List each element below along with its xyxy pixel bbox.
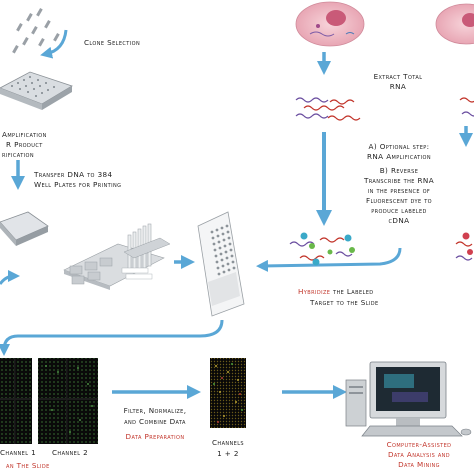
channel-2-image xyxy=(38,358,98,444)
cell-left xyxy=(295,1,365,47)
labeled-cdna-left xyxy=(289,237,353,261)
curved-arrow-2 xyxy=(0,270,20,285)
combined-image xyxy=(210,358,246,428)
computer-label-2: Data Analysis and xyxy=(387,450,451,459)
transfer-label-1: Transfer DNA to 384 xyxy=(34,170,113,179)
clone-selection-label: Clone Selection xyxy=(84,38,141,47)
rna-amplification-label: RNA Amplification xyxy=(367,152,431,161)
amplification-label: Amplification xyxy=(2,130,47,139)
labeled-cdna-right xyxy=(455,232,473,261)
scan-slide-label: an The Slide xyxy=(6,461,50,470)
channel-1-label: Channel 1 xyxy=(0,448,37,457)
reverse-label-5: produce labeled xyxy=(371,206,427,215)
rna-waves-right xyxy=(459,97,474,117)
clone-tubes xyxy=(12,8,60,54)
optional-step-label: A) Optional step: xyxy=(368,142,430,151)
arrow-to-scan xyxy=(0,319,224,356)
hybridize-rest: the Labeled xyxy=(330,287,374,296)
extract-label-1: Extract Total xyxy=(373,72,423,81)
computer-label-1: Computer-Assisted xyxy=(386,440,452,449)
reverse-label-6: cDNA xyxy=(388,216,410,225)
rna-waves-left xyxy=(295,97,361,121)
pcr-plate xyxy=(0,71,73,110)
reverse-label-4: Fluorescent dye to xyxy=(365,196,433,205)
transfer-label-2: Well Plates for Printing xyxy=(34,180,122,189)
channels-label: Channels xyxy=(212,438,244,447)
hybridize-label-2: Target to the Slide xyxy=(310,298,379,307)
computer-icon xyxy=(345,361,472,437)
hybridize-word: Hybridize xyxy=(298,287,331,296)
reverse-label-3: in the presence of xyxy=(367,186,431,195)
reverse-label-2: Transcribe the RNA xyxy=(363,176,435,185)
well-plate xyxy=(0,211,49,246)
channel-1-image xyxy=(0,358,32,444)
arrow-hybridize xyxy=(256,247,402,272)
printed-slide xyxy=(197,211,245,317)
filter-label-2: and Combine Data xyxy=(124,417,186,426)
purification-label: rification xyxy=(2,150,35,159)
filter-label-1: Filter, Normalize, xyxy=(123,406,187,415)
hybridize-label-1: Hybridize the Labeled xyxy=(298,287,374,296)
channels-sum-label: 1 + 2 xyxy=(217,449,239,458)
data-prep-label: Data Preparation xyxy=(125,432,185,441)
pcr-product-label: R Product xyxy=(6,140,43,149)
printing-robot xyxy=(63,223,171,290)
extract-label-2: RNA xyxy=(389,82,407,91)
channel-2-label: Channel 2 xyxy=(52,448,89,457)
cell-right xyxy=(435,3,474,45)
reverse-label-1: B) Reverse xyxy=(379,166,419,175)
fluor-dots xyxy=(300,232,355,266)
curved-arrow xyxy=(40,29,68,59)
computer-label-3: Data Mining xyxy=(398,460,440,469)
